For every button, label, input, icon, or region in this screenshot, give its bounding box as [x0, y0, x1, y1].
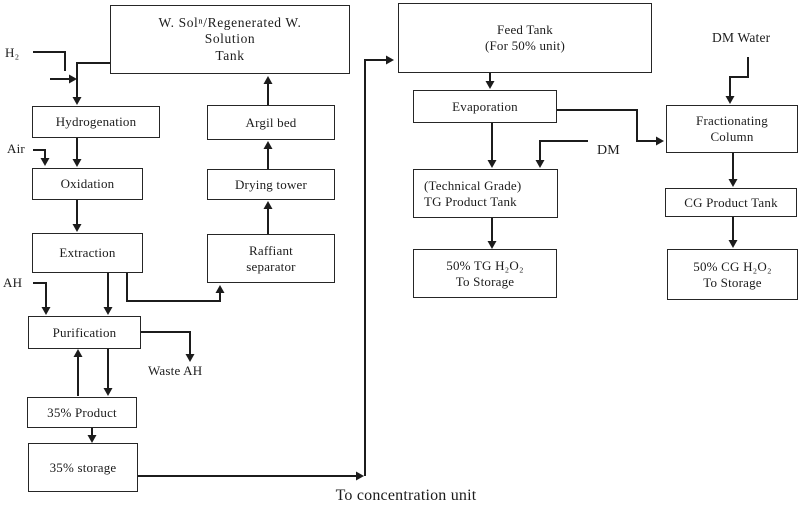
node-label: 35% Product: [47, 404, 117, 420]
node-label: Raffiant: [249, 242, 293, 258]
node-fractionating-column: Fractionating Column: [666, 105, 798, 153]
node-purification: Purification: [28, 316, 141, 349]
arrow-dm-feed: [535, 140, 588, 168]
node-label: Fractionating: [696, 113, 768, 129]
arrow-purification-to-waste-ah: [141, 331, 195, 362]
label-dm: DM: [597, 143, 620, 158]
arrow-extraction-to-raffiant-separator: [126, 273, 225, 302]
node-label: (Technical Grade): [424, 177, 522, 193]
arrow-tg-tank-to-tg-storage: [487, 218, 497, 249]
node-drying-tower: Drying tower: [207, 169, 335, 200]
node-oxidation: Oxidation: [32, 168, 143, 200]
arrow-argil-bed-to-tank: [263, 76, 273, 105]
node-label: 35% storage: [49, 459, 117, 475]
node-cg-product-tank: CG Product Tank: [665, 188, 797, 217]
arrow-drying-tower-to-argil-bed: [263, 141, 273, 169]
node-label: Oxidation: [60, 176, 115, 192]
arrow-purification-to-product35: [103, 349, 113, 396]
arrow-evaporation-to-tg-tank: [487, 123, 497, 168]
node-label: Hydrogenation: [55, 114, 137, 130]
node-label: Solution: [204, 31, 256, 47]
node-raffiant-separator: Raffiant separator: [207, 234, 335, 283]
label-air: Air: [7, 141, 25, 156]
node-label: Evaporation: [452, 98, 518, 114]
arrow-feed-tank-to-evaporation: [485, 73, 495, 89]
node-label: Feed Tank: [497, 22, 553, 38]
node-35-storage: 35% storage: [28, 443, 138, 492]
label-dm-water: DM Water: [712, 30, 771, 45]
arrow-dm-water-feed: [725, 57, 749, 104]
arrow-ah-feed: [33, 282, 51, 315]
arrow-air-feed: [33, 149, 50, 166]
node-tg-storage: 50% TG H₂O₂ To Storage: [413, 249, 557, 298]
node-label: Drying tower: [234, 176, 308, 192]
label-ah: AH: [3, 275, 23, 290]
arrow-raffiant-to-drying-tower: [263, 201, 273, 234]
arrow-tank-to-hydrogenation: [72, 62, 110, 105]
node-label: To Storage: [703, 274, 762, 290]
node-feed-tank: Feed Tank (For 50% unit): [398, 3, 652, 73]
node-solution-tank: W. Solⁿ/Regenerated W. Solution Tank: [110, 5, 350, 74]
node-argil-bed: Argil bed: [207, 105, 335, 140]
arrow-product35-to-purification: [73, 349, 83, 396]
label-h2: H₂: [5, 45, 20, 60]
label-to-concentration-unit: To concentration unit: [335, 487, 477, 504]
arrow-cg-tank-to-cg-storage: [728, 217, 738, 248]
node-label: (For 50% unit): [484, 38, 566, 53]
node-label: Tank: [215, 47, 245, 63]
arrow-product35-to-storage35: [87, 428, 97, 443]
node-hydrogenation: Hydrogenation: [32, 106, 160, 138]
arrow-evaporation-to-fractionating-column: [557, 109, 664, 146]
node-label: Column: [710, 129, 754, 144]
node-label: To Storage: [455, 273, 515, 289]
node-cg-storage: 50% CG H₂O₂ To Storage: [667, 249, 798, 300]
arrow-extraction-to-purification: [103, 273, 113, 315]
node-label: 50% CG H₂O₂: [693, 258, 772, 274]
arrow-hydrogenation-to-oxidation: [72, 138, 82, 167]
node-label: 50% TG H₂O₂: [446, 257, 524, 273]
node-label: Extraction: [59, 245, 116, 261]
node-35-product: 35% Product: [27, 397, 137, 428]
node-extraction: Extraction: [32, 233, 143, 273]
node-label: Argil bed: [245, 114, 297, 130]
node-evaporation: Evaporation: [413, 90, 557, 123]
arrow-concentration-line-to-feed-tank: [364, 55, 394, 476]
arrow-h2-feed: [33, 51, 77, 84]
node-label: TG Product Tank: [424, 193, 517, 209]
label-waste-ah: Waste AH: [148, 363, 203, 378]
arrow-storage35-to-concentration-line: [138, 471, 364, 481]
node-label: separator: [246, 258, 296, 274]
node-label: CG Product Tank: [684, 194, 778, 210]
arrow-fractionating-to-cg-tank: [728, 153, 738, 187]
node-label: W. Solⁿ/Regenerated W.: [158, 15, 302, 31]
node-label: Purification: [52, 324, 117, 340]
node-tg-product-tank: (Technical Grade) TG Product Tank: [413, 169, 558, 218]
arrow-oxidation-to-extraction: [72, 200, 82, 232]
